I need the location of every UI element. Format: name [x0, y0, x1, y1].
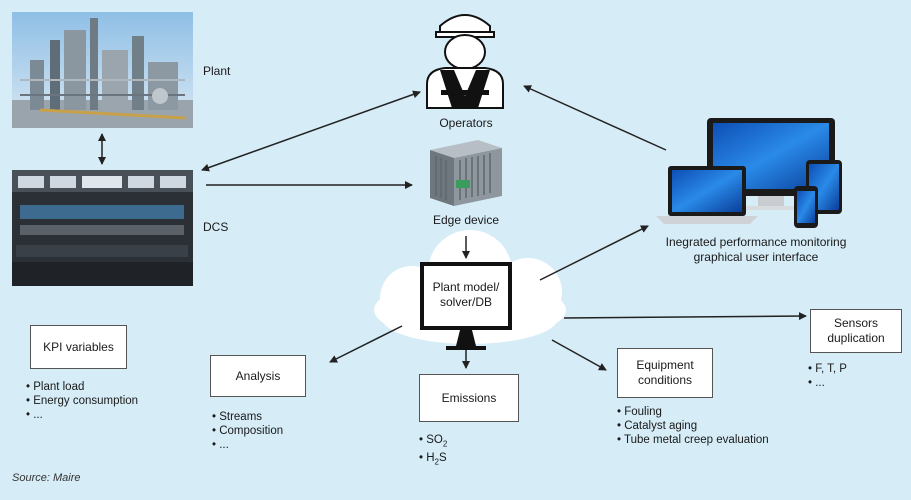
- equipment-title-line2: conditions: [637, 373, 693, 387]
- analysis-title: Analysis: [235, 368, 281, 383]
- list-item: • Catalyst aging: [617, 420, 698, 432]
- operators-label: Operators: [439, 116, 493, 130]
- edge-device-icon: [430, 140, 502, 206]
- plant-label: Plant: [203, 64, 231, 78]
- list-item: • Streams: [212, 411, 263, 423]
- list-item: • Fouling: [617, 406, 662, 418]
- kpi-list: • Plant load • Energy consumption • ...: [26, 380, 138, 422]
- list-item: • ...: [212, 439, 229, 451]
- arrow-model-analysis: [329, 325, 403, 363]
- edge-device-label: Edge device: [432, 213, 500, 227]
- equipment-conditions-title: Equipment conditions: [636, 358, 693, 388]
- emissions-box: Emissions: [419, 374, 519, 422]
- source-caption: Source: Maire: [12, 472, 81, 484]
- sensors-title-line2: duplication: [827, 331, 885, 345]
- sensors-list: • F, T, P • ...: [808, 362, 847, 390]
- equipment-title-line1: Equipment: [636, 358, 694, 372]
- ui-label: Inegrated performance monitoring graphic…: [646, 235, 866, 265]
- arrow-ui-operators: [523, 85, 667, 151]
- list-item: • F, T, P: [808, 363, 847, 375]
- plant-model-label: Plant model/ solver/DB: [424, 280, 508, 310]
- connector-arrows: [98, 85, 807, 371]
- dcs-control-room-image: [12, 170, 193, 286]
- kpi-variables-box: KPI variables: [30, 325, 127, 369]
- ui-label-line1: Inegrated performance monitoring: [665, 235, 847, 249]
- emissions-title: Emissions: [441, 390, 497, 405]
- sensors-duplication-box: Sensors duplication: [810, 309, 902, 353]
- analysis-box: Analysis: [210, 355, 306, 397]
- sensors-title-line1: Sensors: [833, 316, 879, 330]
- arrow-dcs-operators: [201, 90, 421, 172]
- arrow-model-ui: [539, 225, 649, 281]
- list-item: • H2S: [419, 452, 447, 467]
- analysis-list: • Streams • Composition • ...: [212, 410, 283, 452]
- ui-label-line2: graphical user interface: [693, 250, 819, 264]
- list-item: • Plant load: [26, 381, 85, 393]
- operator-icon: [426, 14, 504, 109]
- equipment-list: • Fouling • Catalyst aging • Tube metal …: [617, 405, 769, 447]
- monitor-icon: [420, 262, 512, 350]
- list-item: • Composition: [212, 425, 284, 437]
- arrow-model-sensors: [563, 312, 807, 321]
- emissions-list: • SO2 • H2S: [419, 433, 447, 470]
- list-item: • ...: [26, 409, 43, 421]
- plant-image: [12, 12, 193, 128]
- devices-icon: [656, 118, 842, 228]
- list-item: • Tube metal creep evaluation: [617, 434, 769, 446]
- plant-model-line1: Plant model/: [432, 280, 500, 294]
- arrow-model-equipment: [551, 339, 607, 371]
- plant-model-line2: solver/DB: [439, 295, 492, 309]
- equipment-conditions-box: Equipment conditions: [617, 348, 713, 398]
- list-item: • ...: [808, 377, 825, 389]
- dcs-label: DCS: [203, 220, 229, 234]
- kpi-variables-title: KPI variables: [43, 339, 114, 354]
- list-item: • Energy consumption: [26, 395, 139, 407]
- sensors-duplication-title: Sensors duplication: [827, 316, 884, 346]
- list-item: • SO2: [419, 434, 448, 449]
